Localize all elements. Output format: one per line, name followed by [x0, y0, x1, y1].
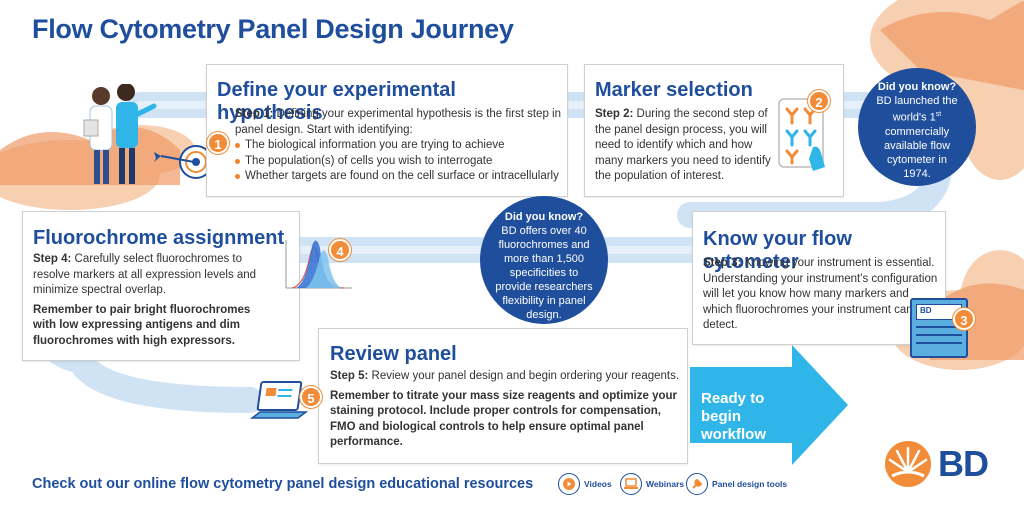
step-4-heading: Fluorochrome assignment — [33, 227, 285, 249]
resource-webinars[interactable]: Webinars — [620, 473, 684, 495]
step-3-body: Step 3: Knowing your instrument is essen… — [703, 256, 939, 334]
did-you-know-bubble-2: Did you know? BD offers over 40 fluoroch… — [480, 196, 608, 324]
flow-cytometer-instrument: BD — [910, 298, 968, 358]
did-you-know-text: BD offers over 40 fluorochromes and more… — [495, 225, 593, 321]
bd-logo: BD — [884, 440, 989, 488]
footer-text: Check out our online flow cytometry pane… — [32, 476, 534, 492]
step-5-heading: Review panel — [330, 343, 457, 365]
bd-sunburst-icon — [885, 441, 931, 487]
step-2-text: During the second step of the panel desi… — [595, 108, 771, 182]
video-play-icon — [558, 473, 580, 495]
step-4-text: Carefully select fluorochromes to resolv… — [33, 253, 257, 296]
step-4-reminder: Remember to pair bright fluorochromes wi… — [33, 303, 251, 347]
resource-label: Videos — [584, 479, 612, 489]
step-1-lead: Step 1: — [235, 108, 274, 120]
step-1-body: Step 1: Defining your experimental hypot… — [235, 107, 561, 185]
step-5-body: Step 5: Review your panel design and beg… — [330, 369, 682, 451]
did-you-know-bubble-1: Did you know? BD launched the world's 1s… — [858, 68, 976, 186]
ready-arrow — [690, 345, 848, 465]
laptop-webinar-icon — [620, 473, 642, 495]
ready-to-begin-label: Ready to begin workflow — [701, 390, 767, 443]
step-1-badge: 1 — [207, 132, 229, 154]
instrument-brand-label: BD — [920, 306, 932, 315]
step-3-heading: Know your flow cytometer — [703, 228, 852, 273]
step-5-reminder: Remember to titrate your mass size reage… — [330, 389, 678, 449]
did-you-know-text: BD launched the world's 1st commercially… — [876, 95, 958, 180]
list-item: Whether targets are found on the cell su… — [235, 169, 561, 185]
step-2-badge: 2 — [808, 90, 830, 112]
scientists-illustration — [83, 84, 213, 184]
step-3-badge: 3 — [953, 308, 975, 330]
step-1-bullets: The biological information you are tryin… — [235, 138, 561, 185]
list-item: The population(s) of cells you wish to i… — [235, 154, 561, 170]
step-2-heading: Marker selection — [595, 79, 753, 101]
resource-videos[interactable]: Videos — [558, 473, 612, 495]
resource-panel-design-tools[interactable]: Panel design tools — [686, 473, 787, 495]
bd-wordmark: BD — [938, 443, 989, 484]
resource-label: Webinars — [646, 479, 685, 489]
step-2-card: Marker selection Step 2: During the seco… — [584, 64, 844, 197]
step-5-card: Review panel Step 5: Review your panel d… — [318, 328, 688, 464]
did-you-know-heading: Did you know? — [504, 211, 584, 223]
step-4-body: Step 4: Carefully select fluorochromes t… — [33, 252, 265, 349]
spectra-icon — [285, 240, 352, 289]
step-2-lead: Step 2: — [595, 108, 634, 120]
step-5-text: Review your panel design and begin order… — [368, 370, 680, 382]
page-title: Flow Cytometry Panel Design Journey — [32, 14, 514, 44]
step-4-badge: 4 — [329, 239, 351, 261]
laptop-icon — [250, 381, 309, 419]
step-1-heading: Define your experimental hypothesis — [217, 79, 456, 124]
did-you-know-heading: Did you know? — [877, 81, 957, 93]
target-icon — [154, 145, 213, 179]
step-3-lead: Step 3: — [703, 257, 742, 269]
wrench-tool-icon — [686, 473, 708, 495]
step-3-text: Knowing your instrument is essential. Un… — [703, 257, 938, 331]
step-1-card: Define your experimental hypothesis Step… — [206, 64, 568, 197]
antibody-tablet-icon — [778, 98, 825, 171]
step-2-body: Step 2: During the second step of the pa… — [595, 107, 771, 185]
step-4-card: Fluorochrome assignment Step 4: Carefull… — [22, 211, 300, 361]
step-5-lead: Step 5: — [330, 370, 369, 382]
resource-label: Panel design tools — [712, 479, 788, 489]
step-3-card: Know your flow cytometer Step 3: Knowing… — [692, 211, 946, 345]
step-1-text: Defining your experimental hypothesis is… — [235, 108, 561, 136]
step-5-badge: 5 — [300, 386, 322, 408]
list-item: The biological information you are tryin… — [235, 138, 561, 154]
step-4-lead: Step 4: — [33, 253, 72, 265]
